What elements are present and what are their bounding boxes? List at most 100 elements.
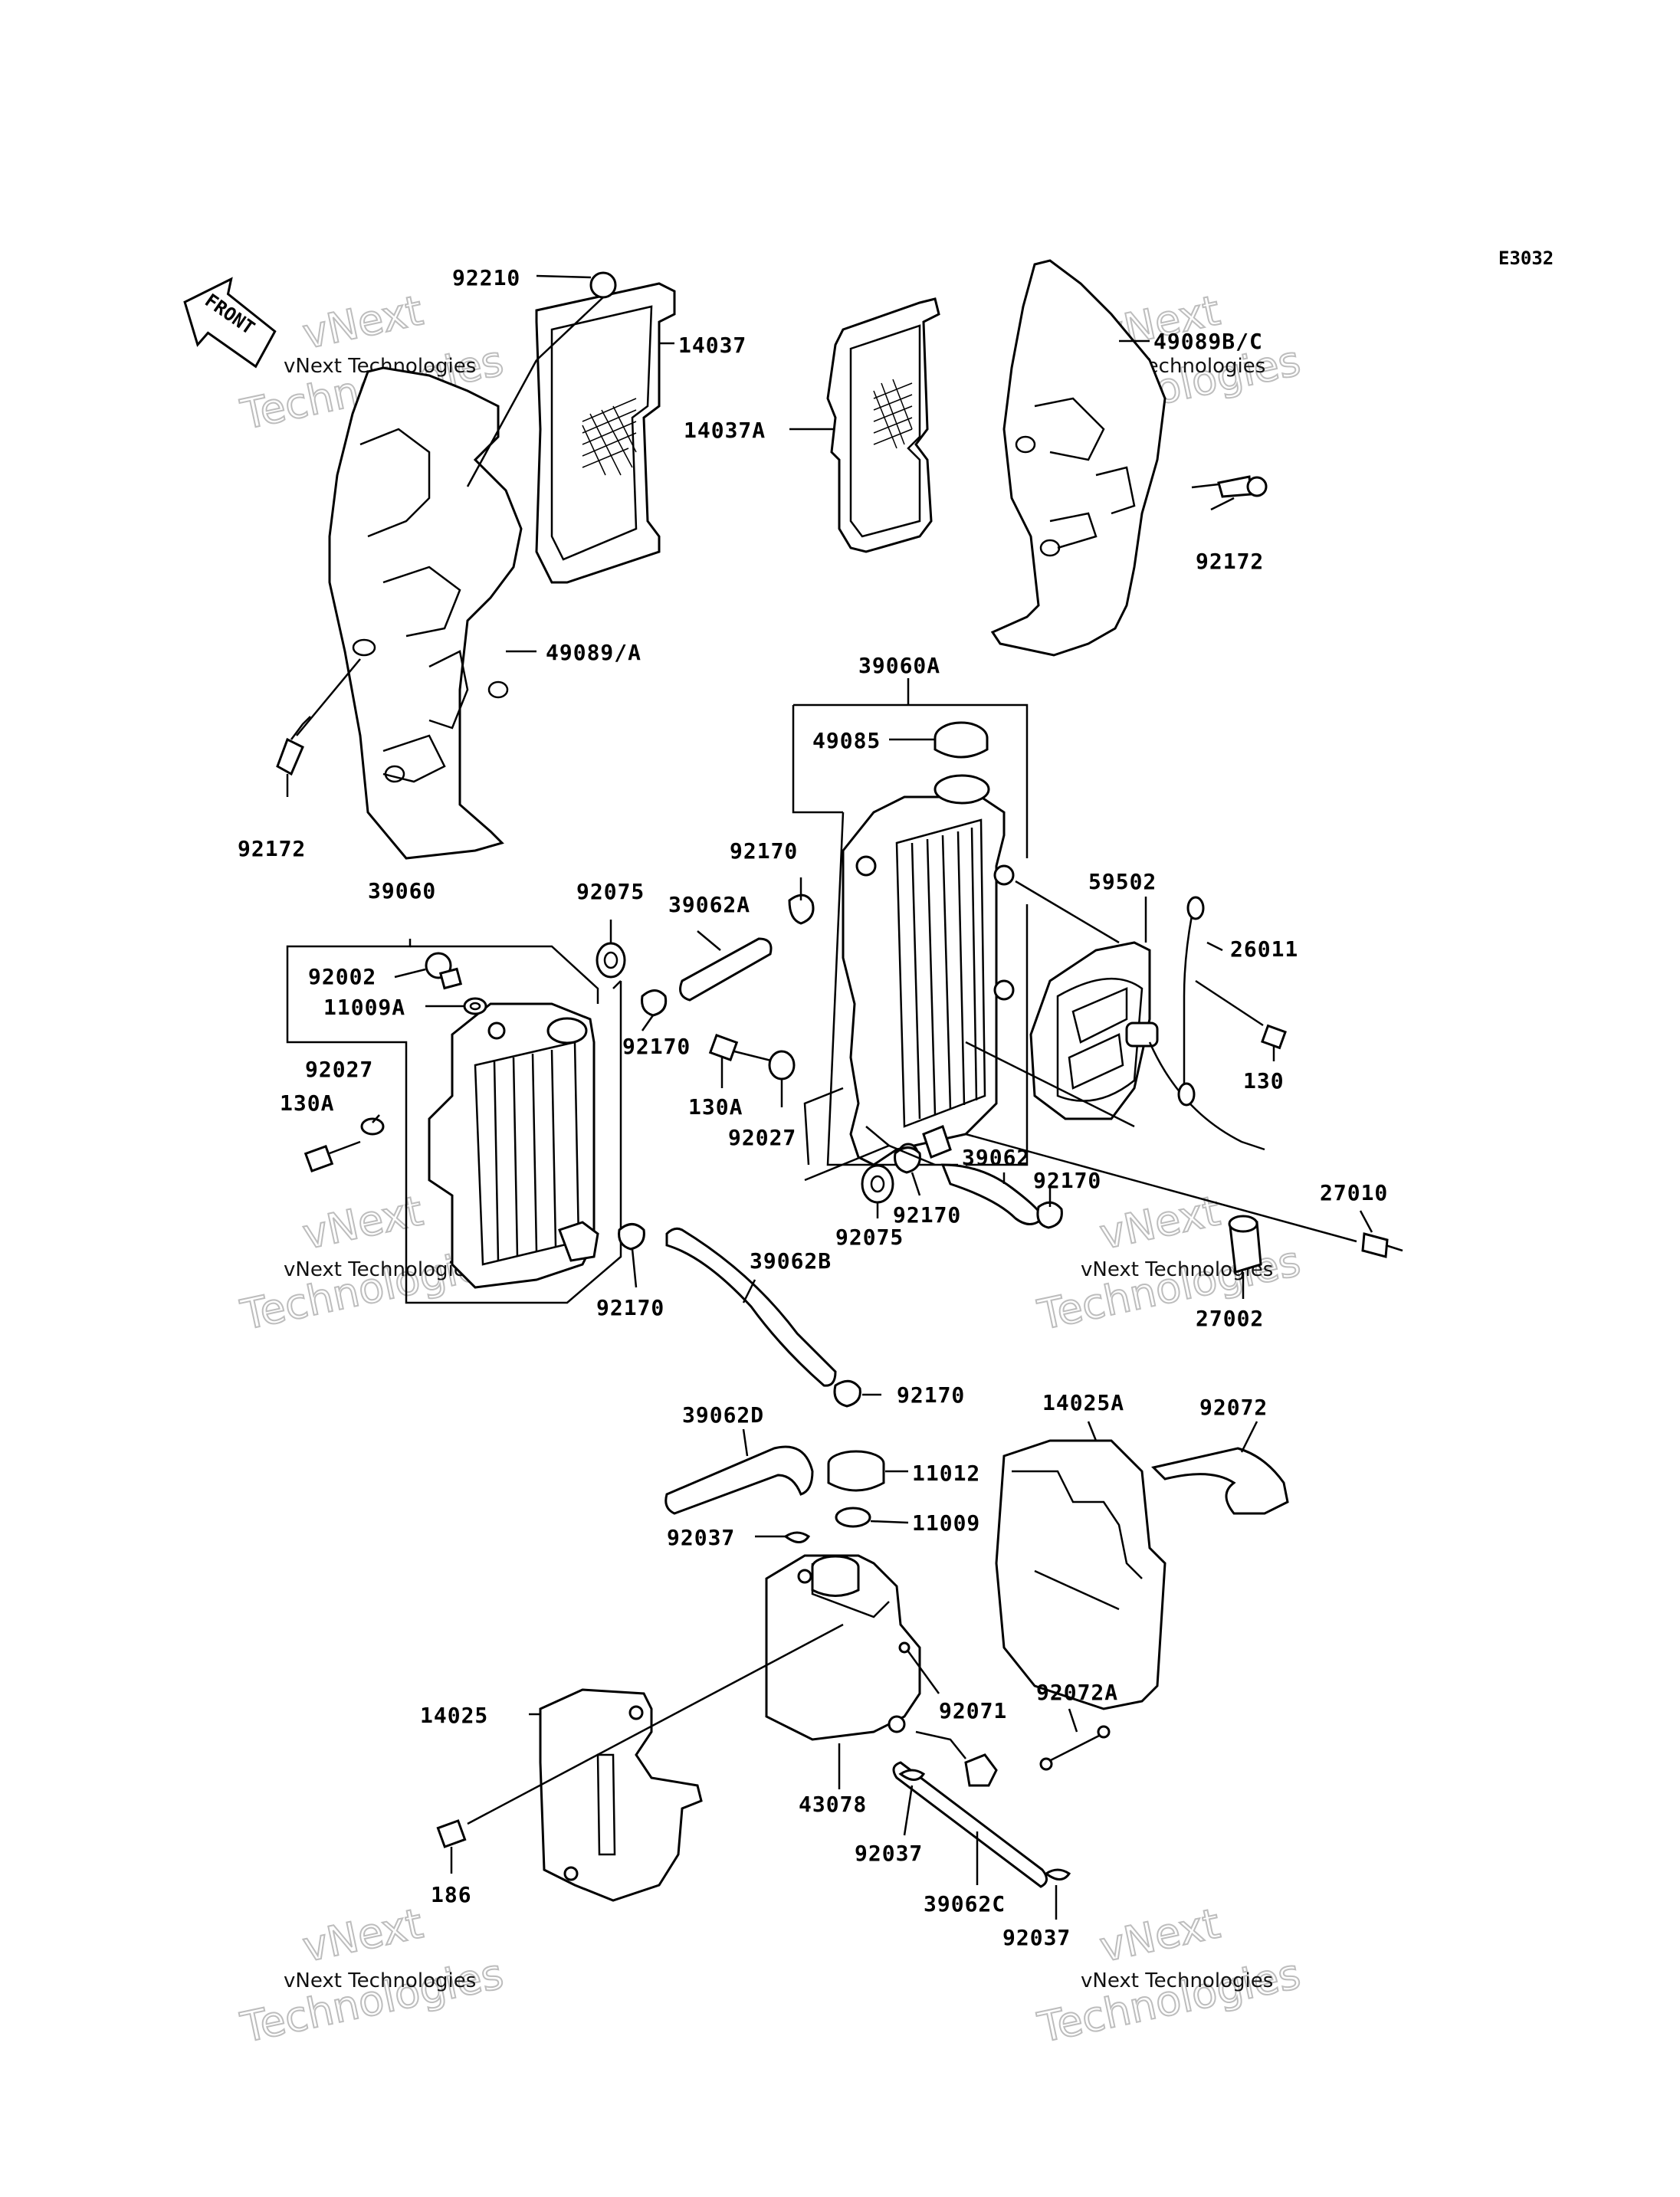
- clamp-92170-f: [833, 1379, 861, 1408]
- label-130A-left: 130A: [280, 1090, 334, 1116]
- label-92027-middle: 92027: [728, 1125, 796, 1150]
- label-92210: 92210: [452, 265, 520, 290]
- seal-11009: [835, 1507, 871, 1528]
- svg-text:vNext: vNext: [1096, 1186, 1224, 1258]
- connector-27002: [1228, 1215, 1262, 1274]
- label-92170-c: 92170: [893, 1202, 961, 1228]
- label-26011: 26011: [1230, 936, 1298, 962]
- strap-92072A: [1039, 1725, 1111, 1771]
- wire-26011: [1177, 896, 1205, 1107]
- label-49089BC: 49089B/C: [1153, 329, 1263, 354]
- label-14025: 14025: [420, 1703, 488, 1728]
- washer-92027-middle: [768, 1050, 796, 1080]
- label-92170-f: 92170: [596, 1295, 664, 1320]
- clip-92037-a: [783, 1531, 811, 1543]
- bolt-130A-middle: [708, 1034, 775, 1063]
- label-39062A: 39062A: [668, 892, 750, 917]
- svg-text:vNext Technologies: vNext Technologies: [284, 1969, 476, 1992]
- watermark-bottom-right: vNext Technologies vNext Technologies: [1033, 1898, 1305, 2053]
- fan-assembly-59502: [965, 880, 1265, 1151]
- washer-92027-left: [360, 1117, 385, 1136]
- bolt-92002: [425, 952, 463, 990]
- label-11012: 11012: [912, 1461, 980, 1486]
- watermark-bottom-left: vNext Technologies vNext Technologies: [236, 1898, 508, 2053]
- radiator-cap-49085: [934, 721, 989, 759]
- washer-11009A: [463, 997, 487, 1015]
- label-14037A: 14037A: [684, 418, 766, 443]
- left-shroud: [328, 366, 523, 860]
- label-14037: 14037: [678, 333, 746, 358]
- svg-text:Technologies: Technologies: [237, 1949, 507, 2052]
- cover-14025A: [995, 1439, 1166, 1710]
- svg-text:vNext Technologies: vNext Technologies: [284, 1258, 476, 1281]
- label-11009: 11009: [912, 1510, 980, 1536]
- clamp-92170-c: [894, 1146, 921, 1174]
- bolt-130: [1195, 979, 1287, 1050]
- label-92075-lower: 92075: [835, 1225, 904, 1250]
- label-92037-a: 92037: [667, 1525, 735, 1550]
- right-radiator: [842, 774, 1015, 1166]
- hose-39062B: [665, 1227, 837, 1387]
- label-92071: 92071: [939, 1698, 1007, 1723]
- label-92172-right: 92172: [1196, 549, 1264, 574]
- svg-text:vNext: vNext: [299, 1186, 427, 1258]
- clamp-92170-b: [641, 989, 668, 1017]
- label-92072: 92072: [1199, 1395, 1268, 1420]
- tank-cap-11012: [827, 1450, 885, 1492]
- bracket-39060: [286, 939, 622, 1304]
- left-grille: [535, 282, 676, 584]
- switch-27010: [965, 1133, 1403, 1258]
- svg-text:vNext: vNext: [299, 286, 427, 358]
- clip-92037-b: [898, 1769, 926, 1781]
- right-shroud: [990, 259, 1166, 657]
- reserve-tank-43078: [765, 1554, 921, 1741]
- tank-14025: [467, 1623, 844, 1902]
- diagram-code: E3032: [1498, 248, 1554, 269]
- middle-grille: [826, 297, 940, 553]
- svg-text:Technologies: Technologies: [1034, 1949, 1304, 2052]
- svg-text:vNext: vNext: [299, 1899, 427, 1971]
- leader-lines: [286, 339, 1373, 1920]
- label-92172-left: 92172: [238, 836, 306, 861]
- label-92037-b: 92037: [855, 1841, 923, 1866]
- label-39062C: 39062C: [924, 1891, 1006, 1917]
- label-92170-d: 92170: [1033, 1168, 1101, 1193]
- grommet-92075-upper: [596, 942, 626, 979]
- clamp-92170-e: [618, 1223, 645, 1251]
- label-92170-b: 92170: [622, 1034, 691, 1059]
- screw-92172-right: [1191, 475, 1268, 498]
- label-186: 186: [431, 1882, 472, 1907]
- label-49089A: 49089/A: [546, 640, 641, 665]
- screw-92172-left: [276, 658, 361, 776]
- label-92072A: 92072A: [1036, 1680, 1118, 1705]
- label-27002: 27002: [1196, 1306, 1264, 1331]
- label-43078: 43078: [799, 1792, 867, 1817]
- label-14025A: 14025A: [1042, 1390, 1124, 1415]
- hose-39062D: [664, 1445, 814, 1515]
- part-labels: 92210 14037 14037A 49089B/C 92172 49089/…: [238, 265, 1388, 1950]
- label-92170-a: 92170: [730, 838, 798, 864]
- bolt-186: [436, 1819, 467, 1848]
- clamp-92170-a: [788, 894, 815, 925]
- front-arrow-icon: FRONT: [183, 277, 277, 369]
- left-radiator: [428, 1002, 599, 1289]
- label-39060: 39060: [368, 878, 436, 903]
- label-92027-left: 92027: [305, 1057, 373, 1082]
- nut-92210: [466, 271, 617, 487]
- grommet-92075-lower: [861, 1164, 894, 1204]
- label-130: 130: [1243, 1068, 1285, 1094]
- label-92170-e: 92170: [897, 1382, 965, 1408]
- clip-92037-c: [1044, 1868, 1071, 1881]
- label-39060A: 39060A: [858, 653, 940, 678]
- label-92002: 92002: [308, 964, 376, 989]
- label-27010: 27010: [1320, 1180, 1388, 1205]
- label-39062: 39062: [962, 1145, 1030, 1170]
- label-92075-upper: 92075: [576, 879, 645, 904]
- hose-39062A: [679, 937, 773, 1002]
- band-92072: [1151, 1447, 1289, 1515]
- label-39062B: 39062B: [750, 1248, 832, 1274]
- label-130A-middle: 130A: [688, 1094, 743, 1120]
- label-11009A: 11009A: [323, 995, 405, 1020]
- label-39062D: 39062D: [682, 1402, 764, 1428]
